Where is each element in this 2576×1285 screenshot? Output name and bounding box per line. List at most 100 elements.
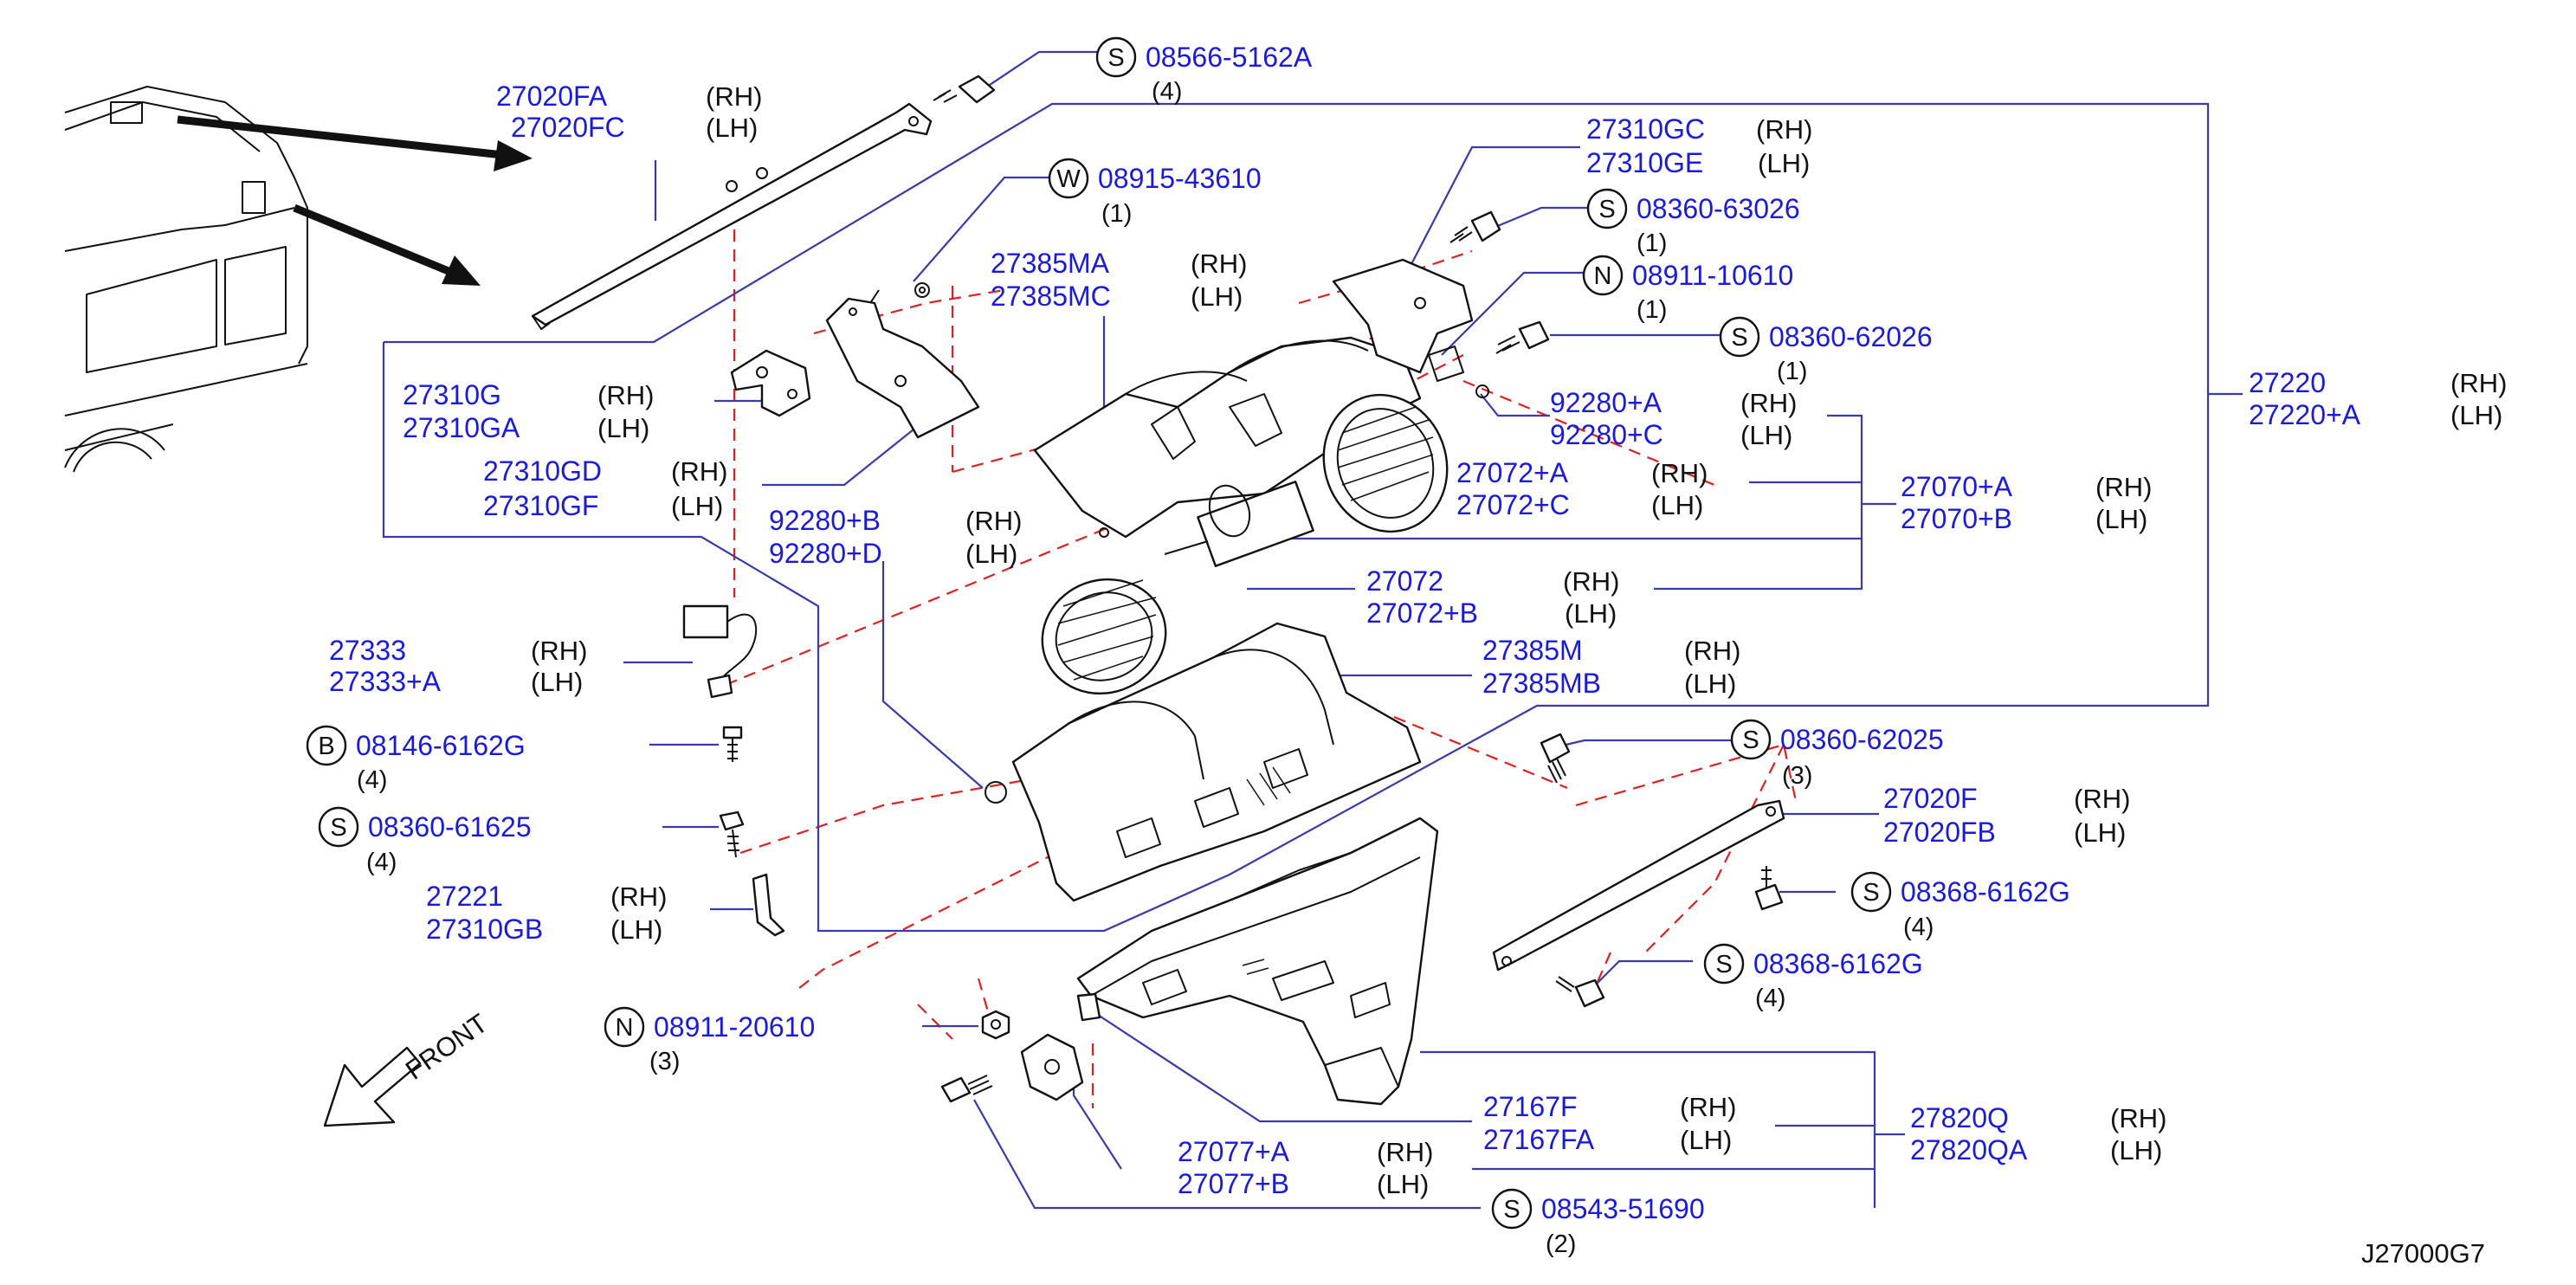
part-number: 27167F (1483, 1091, 1578, 1122)
prefix-circle-icon (306, 725, 347, 766)
callout-27310gf: 27310GF(LH) (483, 490, 723, 521)
prefix-letter: S (1107, 44, 1124, 72)
prefix-circle-icon (604, 1006, 645, 1048)
side-label: (RH) (2450, 368, 2507, 398)
callout-27333: 27333(RH) (329, 635, 587, 666)
part-number: 27310GE (1586, 147, 1703, 178)
side-label: (LH) (610, 914, 662, 945)
part-number: 92280+D (769, 538, 882, 569)
part-number: 27310GD (483, 455, 602, 487)
callout-27077-a: 27077+A(RH) (1178, 1136, 1433, 1167)
callout-27020fc: 27020FC(LH) (511, 112, 758, 143)
prefix-circle-icon (1850, 871, 1892, 913)
part-number: 27020F (1883, 783, 1978, 814)
side-label: (RH) (2110, 1103, 2166, 1133)
side-label: (LH) (2095, 504, 2147, 534)
quantity-label: (1) (1637, 296, 1667, 324)
part-number: 27310GF (483, 490, 598, 521)
side-label: (LH) (597, 413, 649, 443)
side-label: (LH) (1377, 1169, 1429, 1199)
air-duct (1076, 817, 1439, 1106)
part-number: 27072+C (1456, 489, 1570, 520)
screw-08360-upper (1449, 210, 1550, 398)
prefix-circle-icon (1586, 188, 1628, 229)
part-number: 27070+B (1901, 503, 2012, 534)
prefix-circle-icon (1719, 316, 1760, 358)
part-number: 27820Q (1910, 1102, 2009, 1133)
callout-27072-c: 27072+C(LH) (1456, 489, 1703, 520)
callout-27385m: 27385M(RH) (1482, 635, 1740, 666)
side-label: (RH) (2074, 784, 2130, 814)
callout-27072-b: 27072+B(LH) (1366, 597, 1617, 629)
side-label: (LH) (1684, 668, 1736, 699)
side-label: (RH) (597, 380, 654, 410)
callout-27070-a: 27070+A(RH) (1901, 471, 2152, 502)
quantity-label: (4) (1903, 914, 1934, 941)
side-label: (RH) (1740, 388, 1797, 418)
prefix-circle-icon (1095, 36, 1137, 78)
prefix-letter: S (1715, 951, 1732, 978)
side-label: (RH) (1680, 1092, 1736, 1122)
callout-27020fa: 27020FA(RH) (496, 81, 762, 112)
side-label: (RH) (1563, 566, 1619, 597)
side-label: (LH) (2450, 400, 2502, 430)
part-number: 08368-6162G (1753, 948, 1923, 979)
callout-27072: 27072 (RH) (1366, 565, 1619, 597)
prefix-letter: W (1056, 165, 1081, 193)
part-number: 27333 (329, 635, 406, 666)
prefix-circle-icon (1730, 719, 1772, 760)
callout-27077-b: 27077+B (LH) (1178, 1168, 1429, 1199)
part-number: 27333+A (329, 666, 442, 697)
part-number: 08543-51690 (1541, 1193, 1705, 1224)
callout-08360-63026: S 08360-63026 (1) (1586, 188, 1800, 257)
part-number: 27072 (1366, 565, 1443, 597)
side-label: (LH) (2074, 817, 2126, 848)
callout-27221: 27221(RH) (426, 881, 667, 912)
part-number: 27020FB (1883, 817, 1996, 848)
part-number: 08566-5162A (1146, 42, 1313, 73)
callout-27167fa: 27167FA(LH) (1483, 1124, 1732, 1155)
part-number: 08911-20610 (654, 1011, 815, 1043)
upper-right-bracket (1332, 258, 1474, 382)
callout-27310gd: 27310GD(RH) (483, 455, 727, 487)
part-number: 08368-6162G (1901, 876, 2070, 907)
prefix-letter: S (1598, 196, 1615, 223)
upper-mount-bracket (531, 102, 933, 330)
part-number: 08360-62025 (1780, 724, 1944, 755)
callout-27310ge: 27310GE(LH) (1586, 147, 1810, 178)
side-label: (LH) (706, 113, 758, 143)
callout-27020fb: 27020FB (LH) (1883, 817, 2126, 848)
callout-27385mc: 27385MC(LH) (991, 281, 1243, 312)
callout-92280-d: 92280+D(LH) (769, 538, 1017, 569)
quantity-label: (4) (1755, 985, 1785, 1012)
prefix-letter: S (1503, 1196, 1520, 1224)
lower-blower-housing (985, 622, 1422, 902)
part-number: 27221 (426, 881, 503, 912)
side-label: (LH) (1740, 420, 1792, 450)
callout-27310ga: 27310GA(LH) (403, 412, 649, 443)
prefix-circle-icon (1703, 943, 1745, 985)
part-number: 27072+B (1366, 597, 1478, 629)
side-label: (RH) (1191, 249, 1247, 279)
callout-27333-a: 27333+A(LH) (329, 666, 583, 697)
quantity-label: (3) (1782, 762, 1812, 790)
callout-27220-a: 27220+A(LH) (2249, 399, 2502, 430)
side-label: (LH) (1680, 1125, 1732, 1155)
part-number: 27077+B (1178, 1168, 1289, 1199)
callout-27310gb: 27310GB(LH) (426, 914, 662, 945)
diagram-id: J27000G7 (2361, 1238, 2485, 1269)
callout-08368-6162g: S 08368-6162G (4) (1703, 943, 1923, 1012)
part-number: 27072+A (1456, 457, 1569, 488)
part-number: 27385MA (991, 248, 1110, 279)
part-number: 08146-6162G (356, 730, 526, 761)
callout-27070-b: 27070+B (LH) (1901, 503, 2147, 534)
side-label: (RH) (1651, 458, 1708, 488)
part-number: 92280+C (1550, 419, 1663, 450)
quantity-label: (1) (1637, 229, 1667, 257)
part-number: 08360-63026 (1637, 193, 1800, 224)
